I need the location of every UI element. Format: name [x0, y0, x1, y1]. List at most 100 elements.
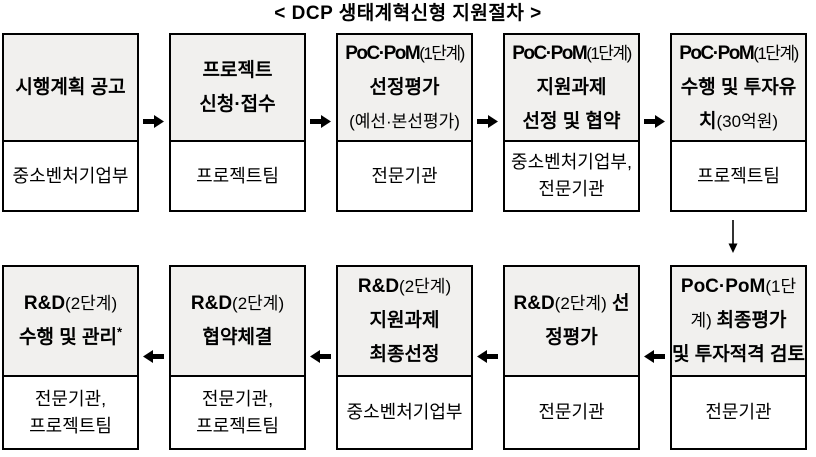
box-header-text: (2단계) — [65, 294, 118, 313]
box-header-text: 지원과제 — [536, 76, 607, 98]
box-header-line: 선정평가 — [338, 71, 471, 105]
box-body: 전문기관 — [672, 377, 805, 448]
box-header-line: R&D(2단계) — [338, 270, 471, 304]
box-header-line: 프로젝트 — [171, 54, 304, 88]
box-header-text: (1단계) — [419, 43, 465, 63]
box-header-text: (1단계) — [586, 43, 632, 63]
box-header-text: 수행 및 관리 — [18, 327, 117, 348]
box-body-line: 중소벤처기업부, — [511, 152, 632, 172]
box-body: 프로젝트팀 — [672, 142, 805, 210]
box-header-text: (예선·본선평가) — [349, 111, 460, 131]
box-header-text: 치 — [699, 110, 717, 132]
arrow-left-icon — [473, 265, 503, 450]
box-header-line: 신청·접수 — [171, 88, 304, 122]
box-body: 중소벤처기업부, 전문기관 — [505, 142, 638, 210]
box-header-line: 선정 및 협약 — [505, 105, 638, 139]
box-header-text: 최종평가 — [716, 310, 787, 331]
box-header-line: 지원과제 — [338, 304, 471, 338]
box-header-text: PoC·PoM — [512, 42, 587, 64]
box-header-text: 계) — [690, 311, 717, 330]
box-header-text: 수행 및 투자유 — [680, 76, 797, 98]
box-header: R&D(2단계) 협약체결 — [171, 267, 304, 377]
box-header-text: 협약체결 — [202, 327, 273, 348]
box-header-text: R&D — [357, 276, 400, 297]
process-box: R&D(2단계)수행 및 관리*전문기관,프로젝트팀 — [2, 265, 139, 450]
box-body-line: 전문기관 — [538, 179, 605, 199]
box-header: R&D(2단계)수행 및 관리* — [4, 267, 137, 377]
box-header-text: 프로젝트 — [202, 59, 273, 81]
box-header-text: (1단 — [765, 277, 797, 296]
diagram-title: < DCP 생태계혁신형 지원절차 > — [274, 3, 542, 24]
box-header-line: 및 투자적격 검토 — [672, 338, 805, 372]
box-body-line: 프로젝트팀 — [697, 165, 780, 186]
box-header-line: 수행 및 관리* — [4, 321, 137, 355]
box-body: 중소벤처기업부 — [338, 377, 471, 448]
box-header-line: R&D(2단계) — [4, 287, 137, 321]
box-header-text: 지원과제 — [369, 310, 440, 331]
box-header-text: R&D — [23, 293, 66, 314]
box-header-text: 및 투자적격 검토 — [672, 344, 805, 365]
box-header-line: R&D(2단계) 선 — [505, 287, 638, 321]
box-header-line: PoC·PoM(1단계) — [338, 37, 471, 71]
process-box: PoC·PoM(1단계) 선정평가 (예선·본선평가) 전문기관 — [336, 33, 473, 212]
box-header-line: R&D(2단계) — [171, 287, 304, 321]
box-header-text: * — [116, 324, 123, 340]
arrow-right-icon — [640, 33, 670, 212]
box-header-line: PoC·PoM(1단계) — [672, 37, 805, 71]
box-body-line: 전문기관 — [538, 402, 605, 422]
box-header-line: 최종선정 — [338, 338, 471, 372]
box-header-line: 시행계획 공고 — [4, 71, 137, 105]
box-body-line: 프로젝트팀 — [29, 415, 112, 436]
box-header-line: 계) 최종평가 — [672, 304, 805, 338]
arrow-right-icon — [306, 33, 336, 212]
box-header-line: PoC·PoM(1단계) — [505, 37, 638, 71]
box-header-line: 지원과제 — [505, 71, 638, 105]
box-header-text: (1단계) — [753, 43, 799, 63]
box-header-text: (2단계) — [232, 294, 285, 313]
box-body: 전문기관, 프로젝트팀 — [171, 377, 304, 448]
box-header-text: PoC·PoM — [679, 42, 754, 64]
arrow-left-icon — [640, 265, 670, 450]
box-body: 전문기관 — [505, 377, 638, 448]
box-header-text: 선정평가 — [369, 76, 440, 98]
arrow-down-icon — [725, 219, 741, 255]
arrow-left-icon — [139, 265, 169, 450]
box-body: 전문기관 — [338, 142, 471, 210]
box-header-text: PoC·PoM — [345, 42, 420, 64]
box-header: PoC·PoM(1단계) 선정평가 (예선·본선평가) — [338, 35, 471, 142]
box-body-line: 프로젝트팀 — [196, 415, 279, 436]
box-header-text: 시행계획 공고 — [15, 76, 126, 98]
box-header: 시행계획 공고 — [4, 35, 137, 142]
box-header-line: 협약체결 — [171, 321, 304, 355]
box-header-text: PoC·PoM — [680, 276, 766, 297]
box-body-line: 전문기관 — [705, 402, 772, 422]
box-header-text: 정평가 — [545, 327, 598, 348]
box-header-text: 최종선정 — [369, 344, 440, 365]
box-header-text: 신청·접수 — [199, 93, 276, 115]
box-header-text: 선 — [606, 293, 630, 314]
box-header-line: PoC·PoM(1단 — [672, 270, 805, 304]
arrow-left-icon — [306, 265, 336, 450]
arrow-right-icon — [473, 33, 503, 212]
box-header-text: (30억원) — [716, 111, 778, 131]
box-header-text: R&D — [513, 293, 555, 314]
box-header-line: 정평가 — [505, 321, 638, 355]
box-header-line: (예선·본선평가) — [338, 105, 471, 139]
box-header-line: 수행 및 투자유 — [672, 71, 805, 105]
box-body-line: 전문기관, — [201, 388, 274, 409]
box-body-line: 중소벤처기업부 — [12, 165, 129, 186]
box-header-text: (2단계) — [399, 277, 452, 296]
